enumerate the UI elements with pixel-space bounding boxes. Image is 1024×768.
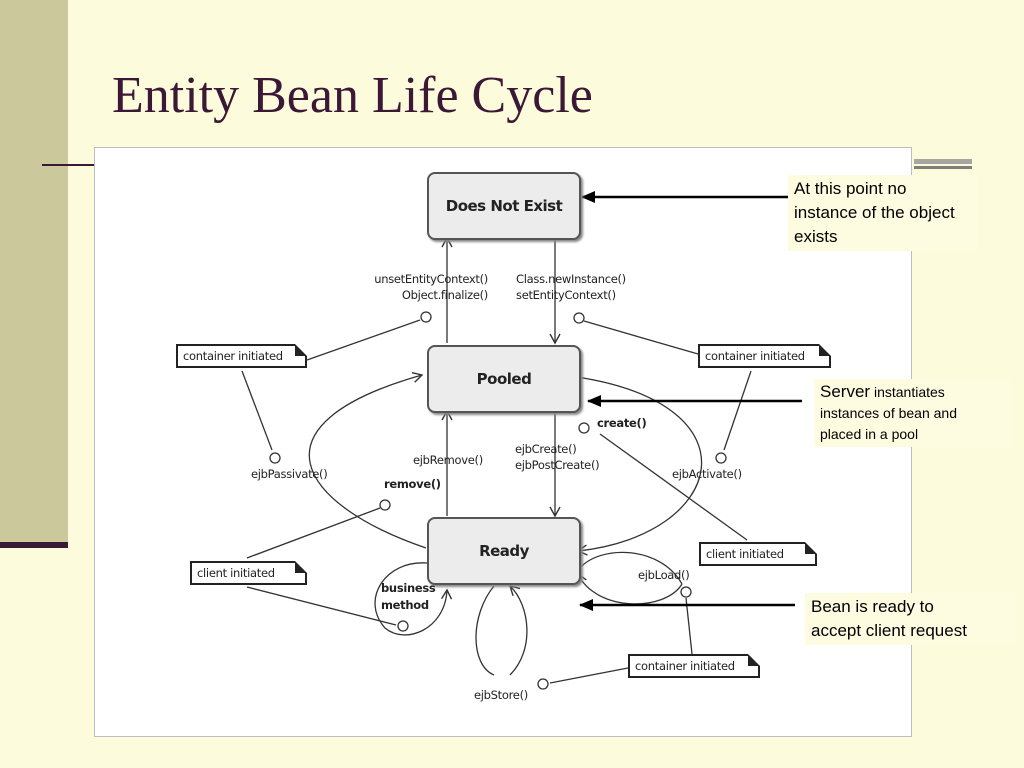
label-ejb-remove: ejbRemove()	[413, 453, 483, 467]
note-fold-icon	[748, 654, 760, 666]
label-business-method: business method	[381, 581, 436, 612]
ejb-load-arc-top	[579, 551, 683, 585]
label-ejb-create: ejbCreate() ejbPostCreate()	[515, 442, 600, 472]
connector-store	[549, 667, 629, 684]
note-fold-icon	[295, 561, 307, 573]
label-remove: remove()	[384, 477, 441, 491]
connector-remove	[246, 507, 381, 559]
connector-load	[685, 597, 693, 655]
title-rule	[42, 164, 96, 166]
anchor-create	[578, 422, 590, 434]
label-ejb-passivate: ejbPassivate()	[251, 467, 328, 481]
connector-unset	[306, 319, 421, 361]
life-cycle-diagram	[94, 147, 912, 737]
anchor-passivate	[269, 452, 281, 464]
label-ejb-store: ejbStore()	[474, 688, 528, 702]
note-client-initiated-right: client initiated	[699, 542, 817, 566]
connector-new-instance	[583, 320, 699, 355]
ejb-activate-arc	[576, 376, 703, 556]
state-pooled: Pooled	[427, 345, 581, 413]
ejb-store-arc-right	[508, 585, 528, 676]
note-container-initiated-left: container initiated	[176, 344, 307, 368]
side-bar-accent	[0, 542, 68, 548]
note-fold-icon	[819, 344, 831, 356]
label-ejb-load: ejbLoad()	[638, 568, 690, 582]
anchor-new-instance	[573, 312, 585, 324]
anchor-business	[397, 620, 409, 632]
connector-passivate	[241, 370, 273, 451]
slide-title: Entity Bean Life Cycle	[112, 67, 593, 124]
label-unset-context: unsetEntityContext() Object.finalize()	[374, 272, 488, 302]
connector-business	[246, 586, 397, 626]
note-fold-icon	[295, 344, 307, 356]
decorative-side-bar	[0, 0, 68, 545]
note-container-initiated-bottom: container initiated	[628, 654, 760, 678]
business-method-loop	[374, 562, 453, 636]
anchor-store	[537, 678, 549, 690]
title-rule-accent-shadow	[914, 166, 972, 169]
callout-ready: Bean is ready to accept client request	[805, 593, 1015, 645]
state-does-not-exist: Does Not Exist	[427, 172, 581, 240]
label-new-instance: Class.newInstance() setEntityContext()	[516, 272, 626, 302]
title-rule-accent	[914, 159, 972, 164]
label-create: create()	[597, 416, 647, 430]
connector-activate	[723, 370, 752, 451]
label-ejb-activate: ejbActivate()	[672, 467, 742, 481]
anchor-load	[680, 586, 692, 598]
callout-does-not-exist: At this point no instance of the object …	[788, 175, 978, 251]
note-container-initiated-right: container initiated	[698, 344, 831, 368]
note-client-initiated-left: client initiated	[190, 561, 307, 585]
state-ready: Ready	[427, 517, 581, 585]
ejb-passivate-arc	[308, 371, 427, 549]
anchor-remove	[379, 499, 391, 511]
note-fold-icon	[805, 542, 817, 554]
connector-create	[599, 433, 748, 541]
anchor-unset	[420, 311, 432, 323]
callout-pooled: Server instantiates instances of bean an…	[814, 379, 1012, 447]
anchor-activate	[715, 452, 727, 464]
ejb-store-arc-left	[475, 585, 495, 676]
